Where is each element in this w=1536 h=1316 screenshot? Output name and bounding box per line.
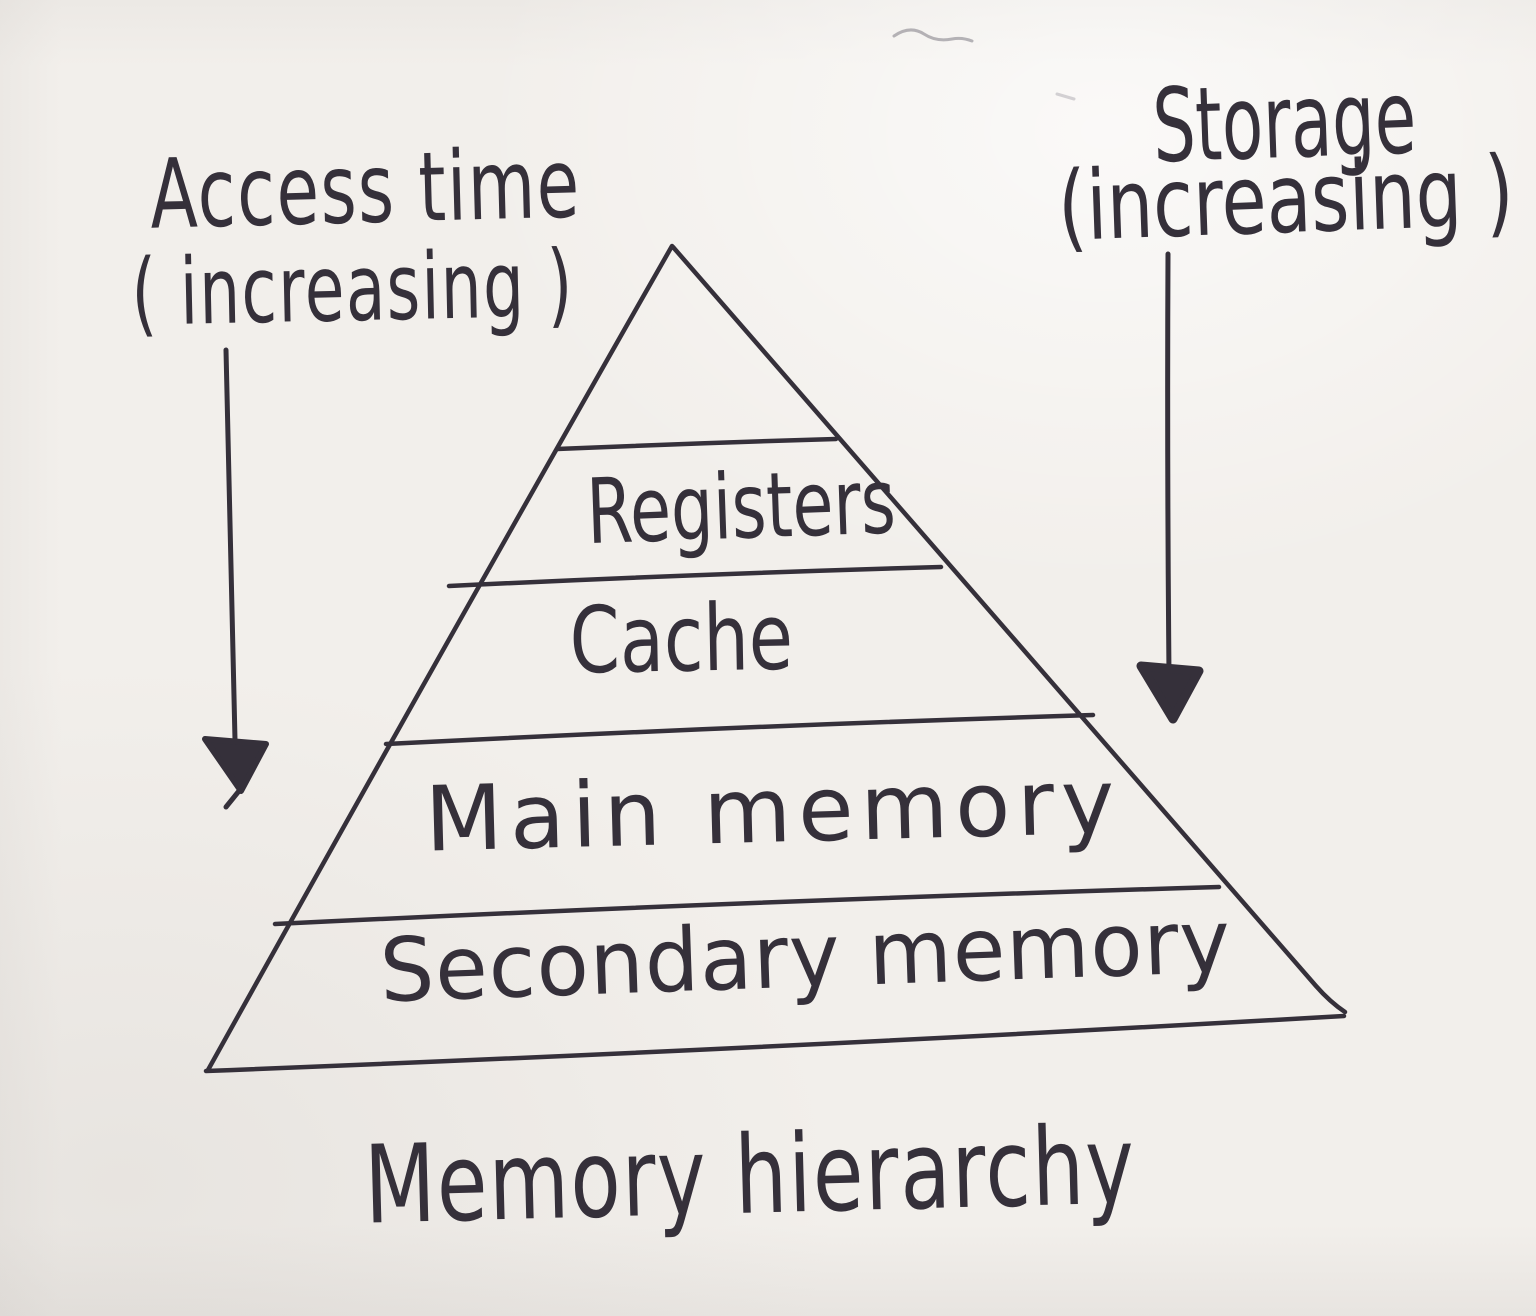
storage-down-arrow (1136, 251, 1204, 724)
access-time-down-arrow (202, 347, 269, 810)
access-time-qualifier-label: ( increasing ) (130, 230, 575, 347)
divider-main-memory-top (383, 712, 1096, 747)
arrowhead-down-icon (1136, 661, 1204, 724)
pyramid-base-line (203, 1013, 1347, 1074)
pyramid-left-slope (205, 243, 675, 1073)
arrow-shaft (223, 347, 238, 743)
level-label-registers: Registers (584, 449, 898, 566)
arrowhead-tail-stroke (223, 783, 246, 810)
arrow-shaft (1165, 251, 1172, 677)
stray-pen-speck (1055, 92, 1076, 101)
level-label-main-memory: Main memory (423, 749, 1123, 873)
arrowhead-down-icon (202, 736, 269, 794)
access-time-label: Access time (148, 127, 582, 251)
diagram-caption: Memory hierarchy (362, 1103, 1138, 1249)
stray-pen-mark (892, 28, 974, 43)
pyramid-right-slope (670, 244, 1348, 1015)
divider-cache-top (446, 564, 944, 589)
divider-secondary-memory-top (272, 884, 1222, 927)
divider-registers-top (554, 436, 839, 452)
storage-qualifier-label: (increasing ) (1056, 135, 1516, 263)
level-label-cache: Cache (568, 583, 794, 695)
